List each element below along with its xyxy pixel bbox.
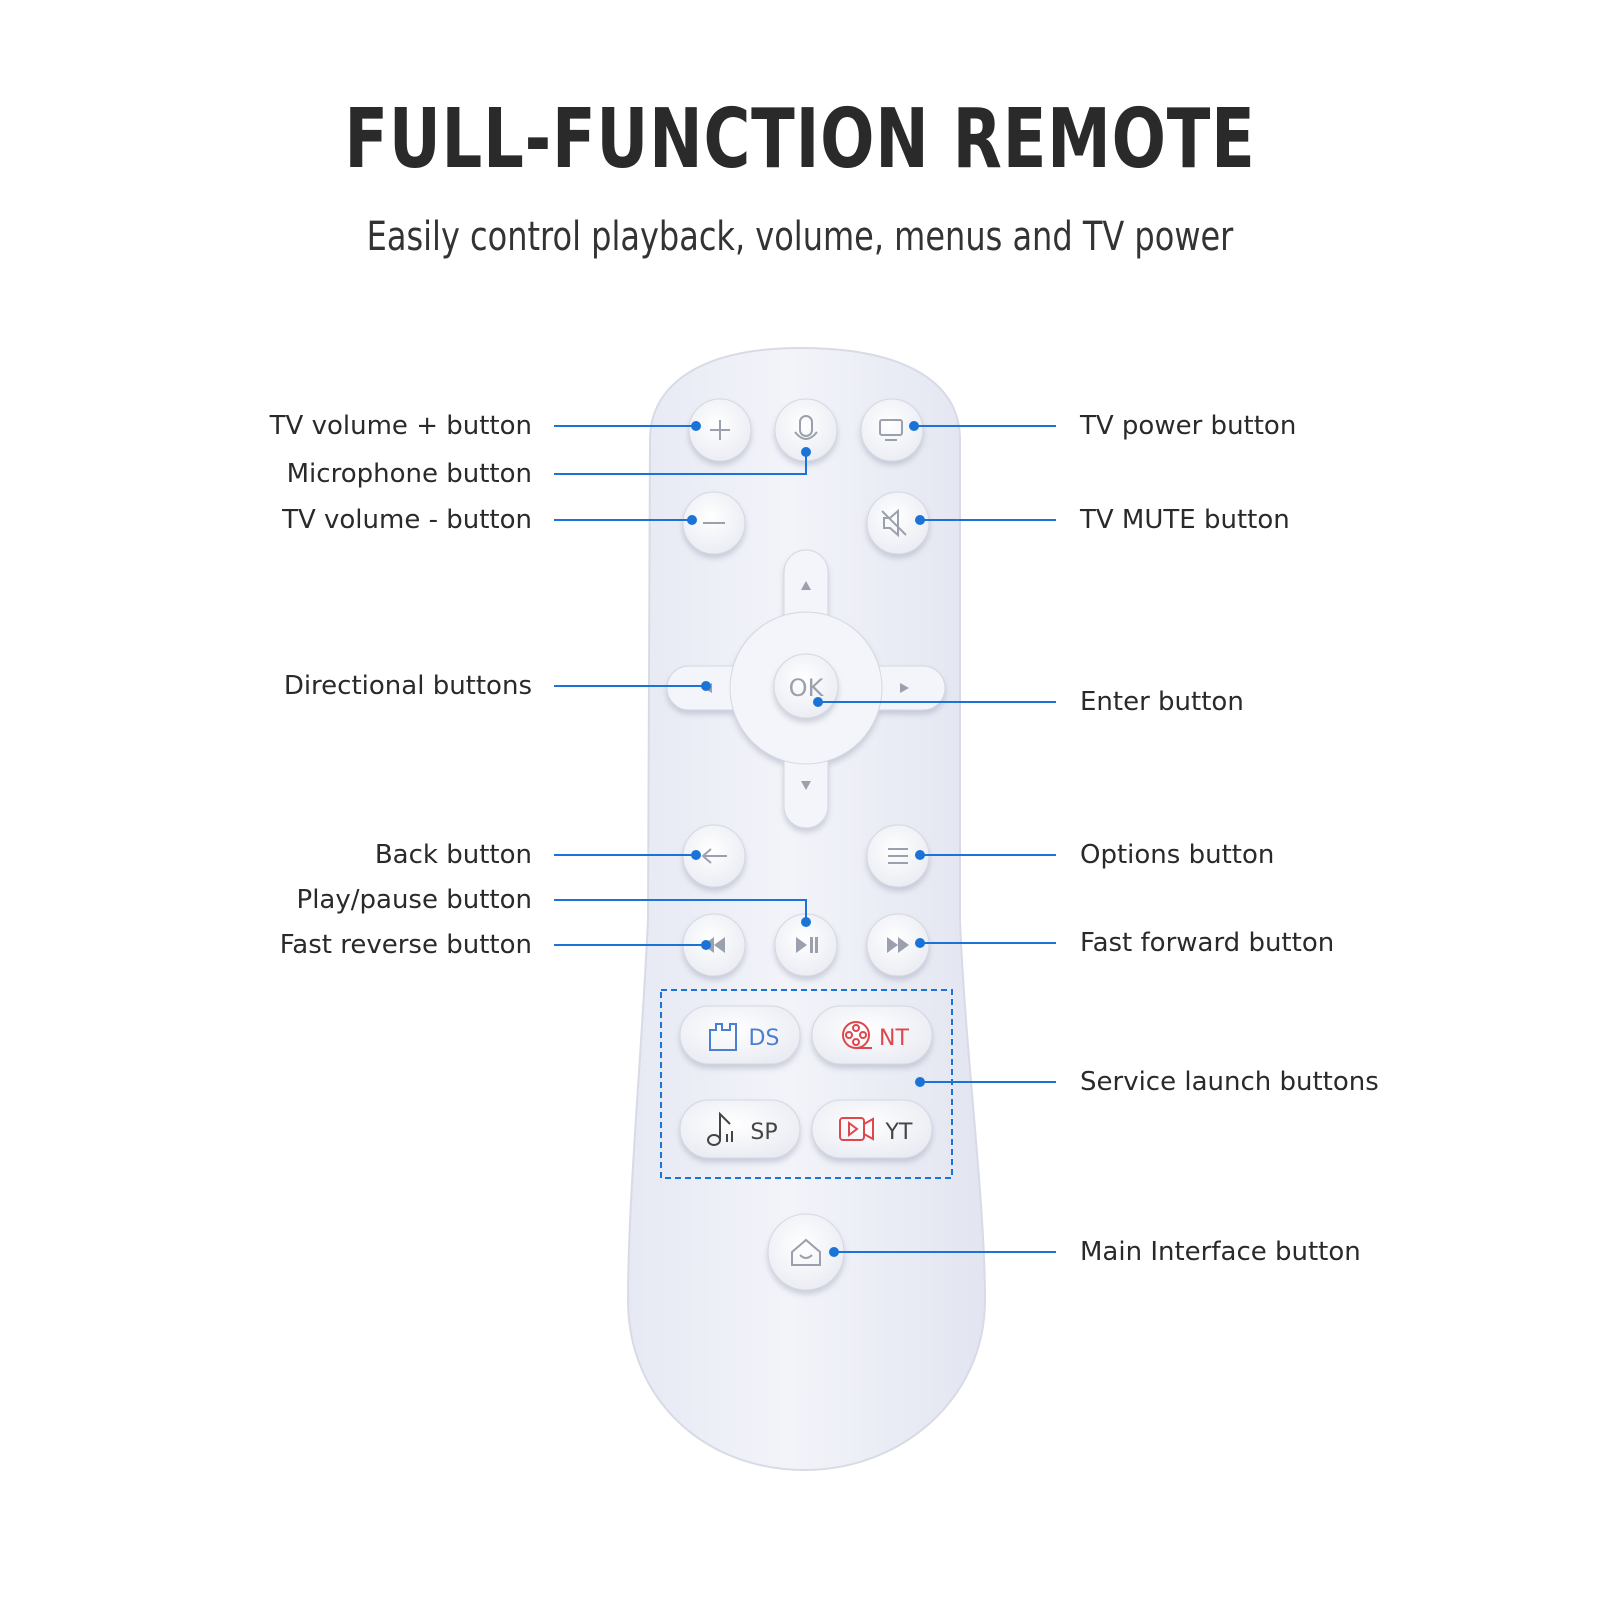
label-tv-power: TV power button [1080, 411, 1297, 441]
service-button-ds[interactable] [679, 1005, 801, 1065]
label-fast-reverse: Fast reverse button [279, 930, 532, 960]
castle-icon [709, 1023, 737, 1051]
microphone-icon [794, 415, 818, 440]
page-subtitle: Easily control playback, volume, menus a… [366, 214, 1234, 260]
label-service-launch: Service launch buttons [1080, 1067, 1379, 1097]
service-label-sp: SP [750, 1120, 777, 1145]
label-directional: Directional buttons [283, 671, 532, 701]
back-arrow-icon [701, 848, 727, 864]
label-enter: Enter button [1080, 687, 1244, 717]
label-tv-volume-plus: TV volume + button [269, 411, 532, 441]
arrow-up-icon[interactable] [801, 581, 811, 590]
label-options: Options button [1080, 840, 1275, 870]
label-tv-mute: TV MUTE button [1080, 505, 1290, 535]
label-main-interface: Main Interface button [1080, 1237, 1361, 1267]
label-tv-volume-minus: TV volume - button [282, 505, 532, 535]
callout-dots [687, 421, 925, 1257]
label-play-pause: Play/pause button [296, 885, 532, 915]
mute-icon [881, 508, 907, 538]
video-camera-icon [839, 1117, 874, 1141]
service-button-sp[interactable] [679, 1099, 801, 1159]
label-back: Back button [374, 840, 532, 870]
tv-power-button[interactable] [860, 398, 924, 462]
page-title: FULL-FUNCTION REMOTE [344, 92, 1256, 187]
fast-forward-icon [887, 937, 909, 953]
home-icon [791, 1238, 821, 1266]
service-label-yt: YT [885, 1120, 913, 1145]
menu-icon [888, 848, 908, 864]
music-note-icon [707, 1111, 733, 1146]
play-pause-icon [796, 937, 818, 953]
service-button-nt[interactable] [811, 1005, 933, 1065]
film-reel-icon [842, 1021, 872, 1049]
service-label-nt: NT [879, 1026, 909, 1051]
arrow-down-icon[interactable] [801, 781, 811, 790]
label-microphone: Microphone button [286, 459, 532, 489]
arrow-right-icon[interactable] [900, 683, 909, 693]
tv-icon [879, 419, 903, 441]
callout-lines [554, 425, 1056, 1253]
service-launch-group-outline [660, 989, 953, 1179]
label-fast-forward: Fast forward button [1080, 928, 1335, 958]
service-label-ds: DS [749, 1026, 780, 1051]
plus-icon [710, 420, 730, 440]
